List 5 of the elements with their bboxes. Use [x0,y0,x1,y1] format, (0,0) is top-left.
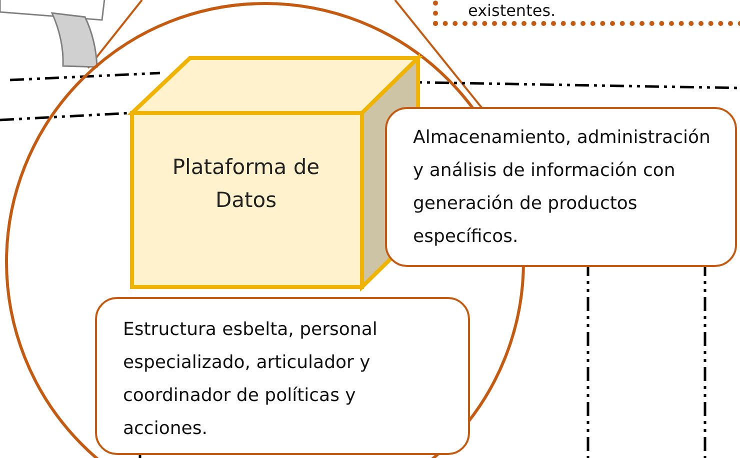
box-text: existentes. [468,2,556,20]
callout-box [385,107,737,267]
callout-text: Almacenamiento, administración y análisis de información con generación de productos específicos. [413,126,711,249]
callout-text: Estructura esbelta, personal especializado, articulador y coordinador de políticas y acciones. [123,318,378,441]
cube-label: Plataforma de Datos [171,154,321,214]
